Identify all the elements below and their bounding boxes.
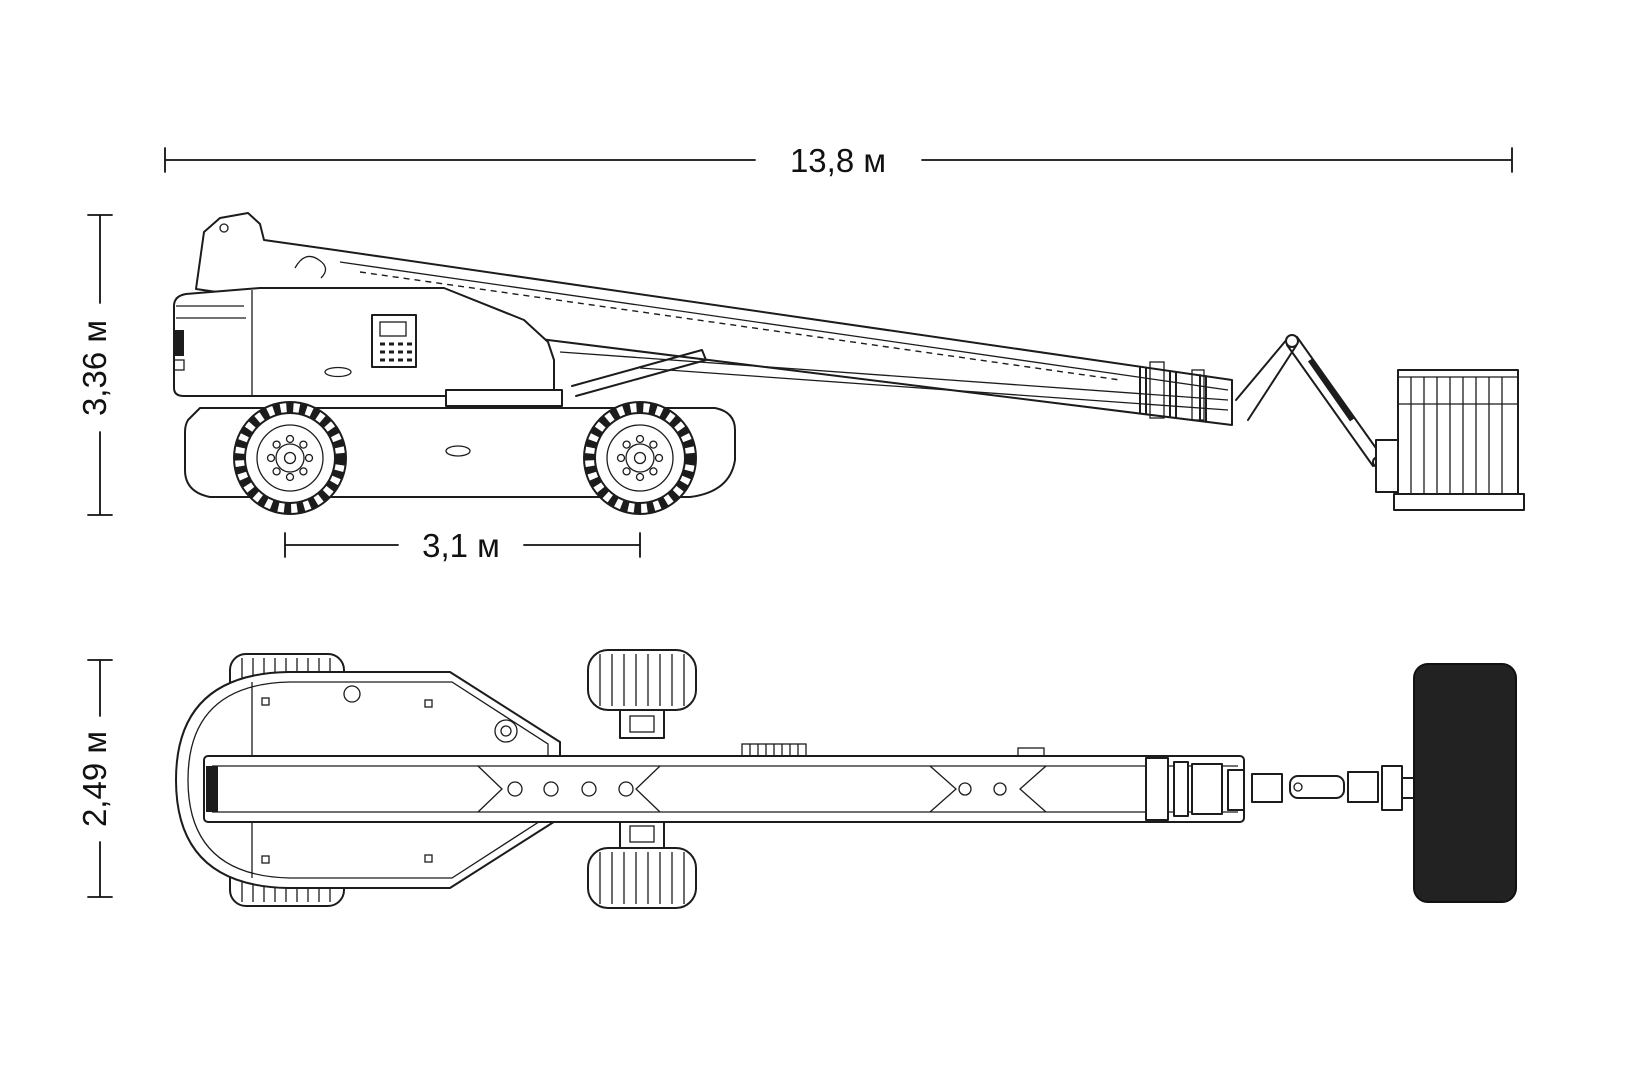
- side-jib: [1235, 334, 1401, 493]
- dimension-overall-width: 2,49 м: [76, 659, 113, 898]
- dimension-wheelbase: 3,1 м: [284, 527, 641, 564]
- side-basket-rotator: [1375, 439, 1401, 493]
- top-boom-pivot: [206, 766, 218, 812]
- side-lift-cylinder: [571, 349, 707, 397]
- side-superstructure: [173, 287, 563, 407]
- side-boom: [195, 212, 1233, 426]
- dimension-overall-length: 13,8 м: [164, 142, 1513, 179]
- overall-height-label: 3,36 м: [76, 320, 113, 416]
- overall-width-label: 2,49 м: [76, 731, 113, 827]
- top-view: [175, 649, 1517, 909]
- top-boom: [203, 743, 1245, 823]
- side-body-vent: [174, 330, 184, 356]
- side-basket-floor: [1393, 493, 1525, 511]
- dimension-overall-height: 3,36 м: [76, 214, 113, 516]
- top-jib: [1251, 765, 1415, 811]
- side-control-panel: [371, 314, 417, 368]
- side-turntable: [445, 389, 563, 407]
- wheelbase-label: 3,1 м: [422, 527, 500, 564]
- overall-length-label: 13,8 м: [790, 142, 886, 179]
- side-view: [173, 212, 1525, 515]
- top-basket: [1413, 663, 1517, 903]
- side-front-wheel: [233, 401, 347, 515]
- side-basket: [1393, 369, 1525, 511]
- side-rear-wheel: [583, 401, 697, 515]
